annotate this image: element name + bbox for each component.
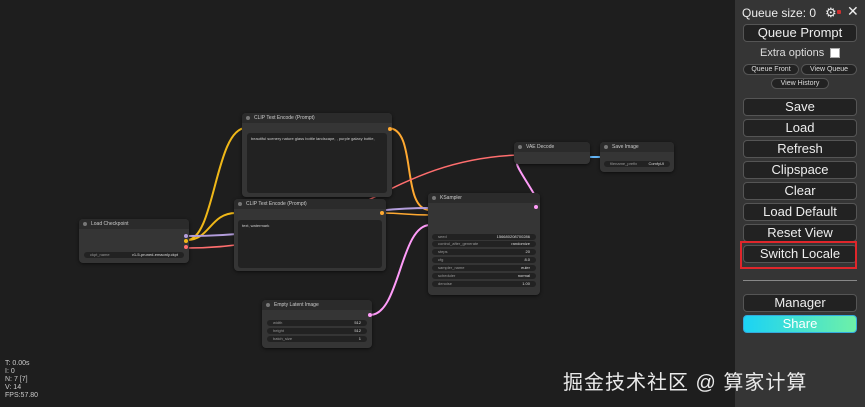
stat-time: T: 0.00s [5,360,30,367]
widget-label: ckpt_name [90,252,110,257]
extra-options-label: Extra options [760,47,825,59]
highlight-box [740,241,857,269]
clear-button[interactable]: Clear [743,182,857,200]
view-history-button[interactable]: View History [771,78,829,89]
widget-value: 8.0 [524,257,530,262]
node-title: Empty Latent Image [262,300,372,310]
stat-fps: FPS:57.80 [5,392,39,399]
scheduler-widget[interactable]: scheduler normal [432,273,536,279]
graph-canvas[interactable]: CLIP Text Encode (Prompt) beautiful scen… [0,0,735,407]
close-icon[interactable]: ✕ [847,3,859,19]
vae-output-slot[interactable] [184,245,188,249]
steps-widget[interactable]: steps 20 [432,249,536,255]
load-checkpoint-node[interactable]: Load Checkpoint ckpt_name v1-5-pruned-em… [79,219,189,263]
clip-text-encode-node-negative[interactable]: CLIP Text Encode (Prompt) text, watermar… [234,199,386,271]
node-title: CLIP Text Encode (Prompt) [242,113,392,123]
empty-latent-image-node[interactable]: Empty Latent Image width 512 height 512 … [262,300,372,348]
widget-label: batch_size [273,336,293,341]
view-queue-button[interactable]: View Queue [801,64,857,75]
share-button[interactable]: Share [743,315,857,333]
widget-value: 1.00 [522,281,530,286]
cfg-widget[interactable]: cfg 8.0 [432,257,536,263]
node-title: KSampler [428,193,540,203]
batch-size-widget[interactable]: batch_size 1 [267,336,367,342]
widget-value: 512 [354,320,361,325]
seed-widget[interactable]: seed 156680208700286 [432,234,536,240]
widget-value: 512 [354,328,361,333]
widget-label: filename_prefix [610,161,638,166]
ckpt-name-widget[interactable]: ckpt_name v1-5-pruned-emaonly.ckpt [84,252,184,258]
widget-label: steps [438,249,448,254]
widget-label: denoise [438,281,453,286]
node-title: Save Image [600,142,674,152]
height-widget[interactable]: height 512 [267,328,367,334]
prompt-textarea-negative[interactable]: text, watermark [238,220,382,268]
node-title: CLIP Text Encode (Prompt) [234,199,386,209]
clipspace-button[interactable]: Clipspace [743,161,857,179]
widget-value: ComfyUI [648,161,664,166]
save-button[interactable]: Save [743,98,857,116]
latent-output-slot[interactable] [368,313,372,317]
vae-decode-node[interactable]: VAE Decode [514,142,590,164]
filename-prefix-widget[interactable]: filename_prefix ComfyUI [604,161,670,167]
widget-value: 1 [358,336,361,341]
node-title: Load Checkpoint [79,219,189,229]
width-widget[interactable]: width 512 [267,320,367,326]
control-after-generate-widget[interactable]: control_after_generate randomize [432,241,536,247]
queue-prompt-button[interactable]: Queue Prompt [743,24,857,42]
widget-label: control_after_generate [438,241,479,246]
ksampler-node[interactable]: KSampler seed 156680208700286 control_af… [428,193,540,295]
conditioning-link-bottom [381,212,431,216]
widget-value: randomize [511,241,530,246]
output-slot[interactable] [380,211,384,215]
watermark-text: 掘金技术社区 @ 算家计算 [563,372,808,394]
widget-value: v1-5-pruned-emaonly.ckpt [131,252,178,257]
queue-size-label: Queue size: 0 [742,6,817,20]
stat-nodes: N: 7 [7] [5,376,28,383]
model-output-slot[interactable] [184,234,188,238]
refresh-button[interactable]: Refresh [743,140,857,158]
clip-link-bottom [186,212,237,241]
divider [743,280,857,281]
latent-link-empty [369,224,431,316]
widget-label: height [273,328,284,333]
latent-output-slot[interactable] [534,205,538,209]
stat-v: V: 14 [5,384,22,391]
menu-panel: Queue size: 0 ⚙ ✕ Queue Prompt Extra opt… [735,0,865,407]
output-slot[interactable] [388,127,392,131]
queue-front-button[interactable]: Queue Front [743,64,799,75]
clip-text-encode-node-positive[interactable]: CLIP Text Encode (Prompt) beautiful scen… [242,113,392,197]
widget-label: scheduler [438,273,456,278]
widget-label: sampler_name [438,265,465,270]
clip-output-slot[interactable] [184,239,188,243]
save-image-node[interactable]: Save Image filename_prefix ComfyUI [600,142,674,172]
node-title: VAE Decode [514,142,590,152]
extra-options-checkbox[interactable] [830,48,840,58]
prompt-textarea-positive[interactable]: beautiful scenery nature glass bottle la… [247,133,387,193]
conditioning-link-top [387,127,431,211]
load-button[interactable]: Load [743,119,857,137]
gear-icon[interactable]: ⚙ [825,5,837,20]
sampler-name-widget[interactable]: sampler_name euler [432,265,536,271]
widget-value: 156680208700286 [496,234,530,239]
stat-i: I: 0 [5,368,15,375]
notification-dot [837,10,841,14]
denoise-widget[interactable]: denoise 1.00 [432,281,536,287]
widget-label: width [273,320,283,325]
widget-value: normal [517,273,530,278]
manager-button[interactable]: Manager [743,294,857,312]
load-default-button[interactable]: Load Default [743,203,857,221]
reset-view-button[interactable]: Reset View [743,224,857,242]
widget-label: seed [438,234,447,239]
widget-value: euler [521,265,530,270]
widget-value: 20 [525,249,530,254]
widget-label: cfg [438,257,444,262]
render-stats: T: 0.00s I: 0 N: 7 [7] V: 14 FPS:57.80 [5,360,38,400]
